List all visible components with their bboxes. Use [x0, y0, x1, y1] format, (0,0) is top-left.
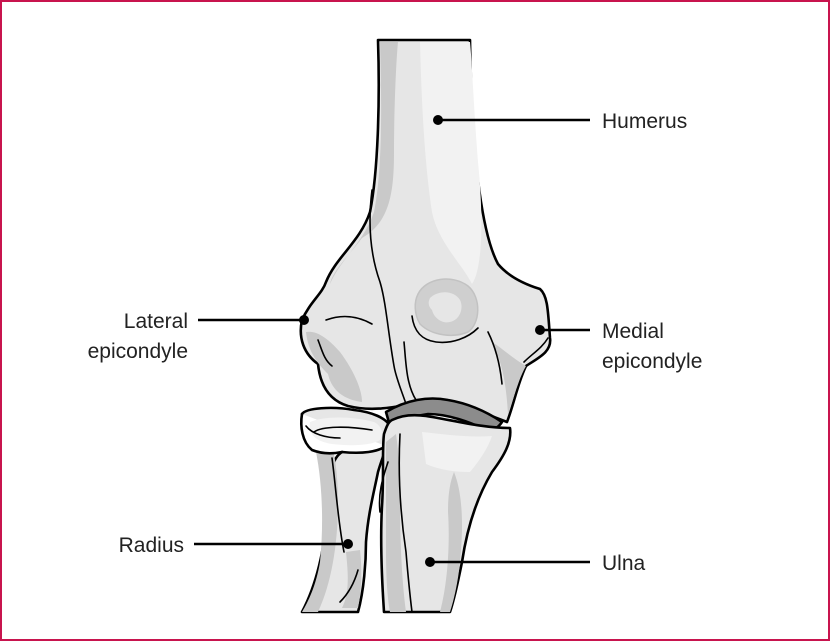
label-medial-epicondyle-line1: Medial: [602, 320, 664, 343]
leader-lateral-epicondyle: [198, 315, 309, 325]
label-radius: Radius: [119, 534, 184, 557]
label-ulna: Ulna: [602, 552, 646, 575]
ulna-bone: [379, 415, 510, 612]
label-lateral-epicondyle-line2: epicondyle: [88, 340, 188, 363]
humerus-bone: [301, 40, 550, 431]
radius-bone: [301, 408, 390, 612]
label-humerus: Humerus: [602, 110, 687, 133]
label-lateral-epicondyle-line1: Lateral: [124, 310, 188, 333]
leader-medial-epicondyle: [535, 325, 590, 335]
label-medial-epicondyle-line2: epicondyle: [602, 350, 702, 373]
